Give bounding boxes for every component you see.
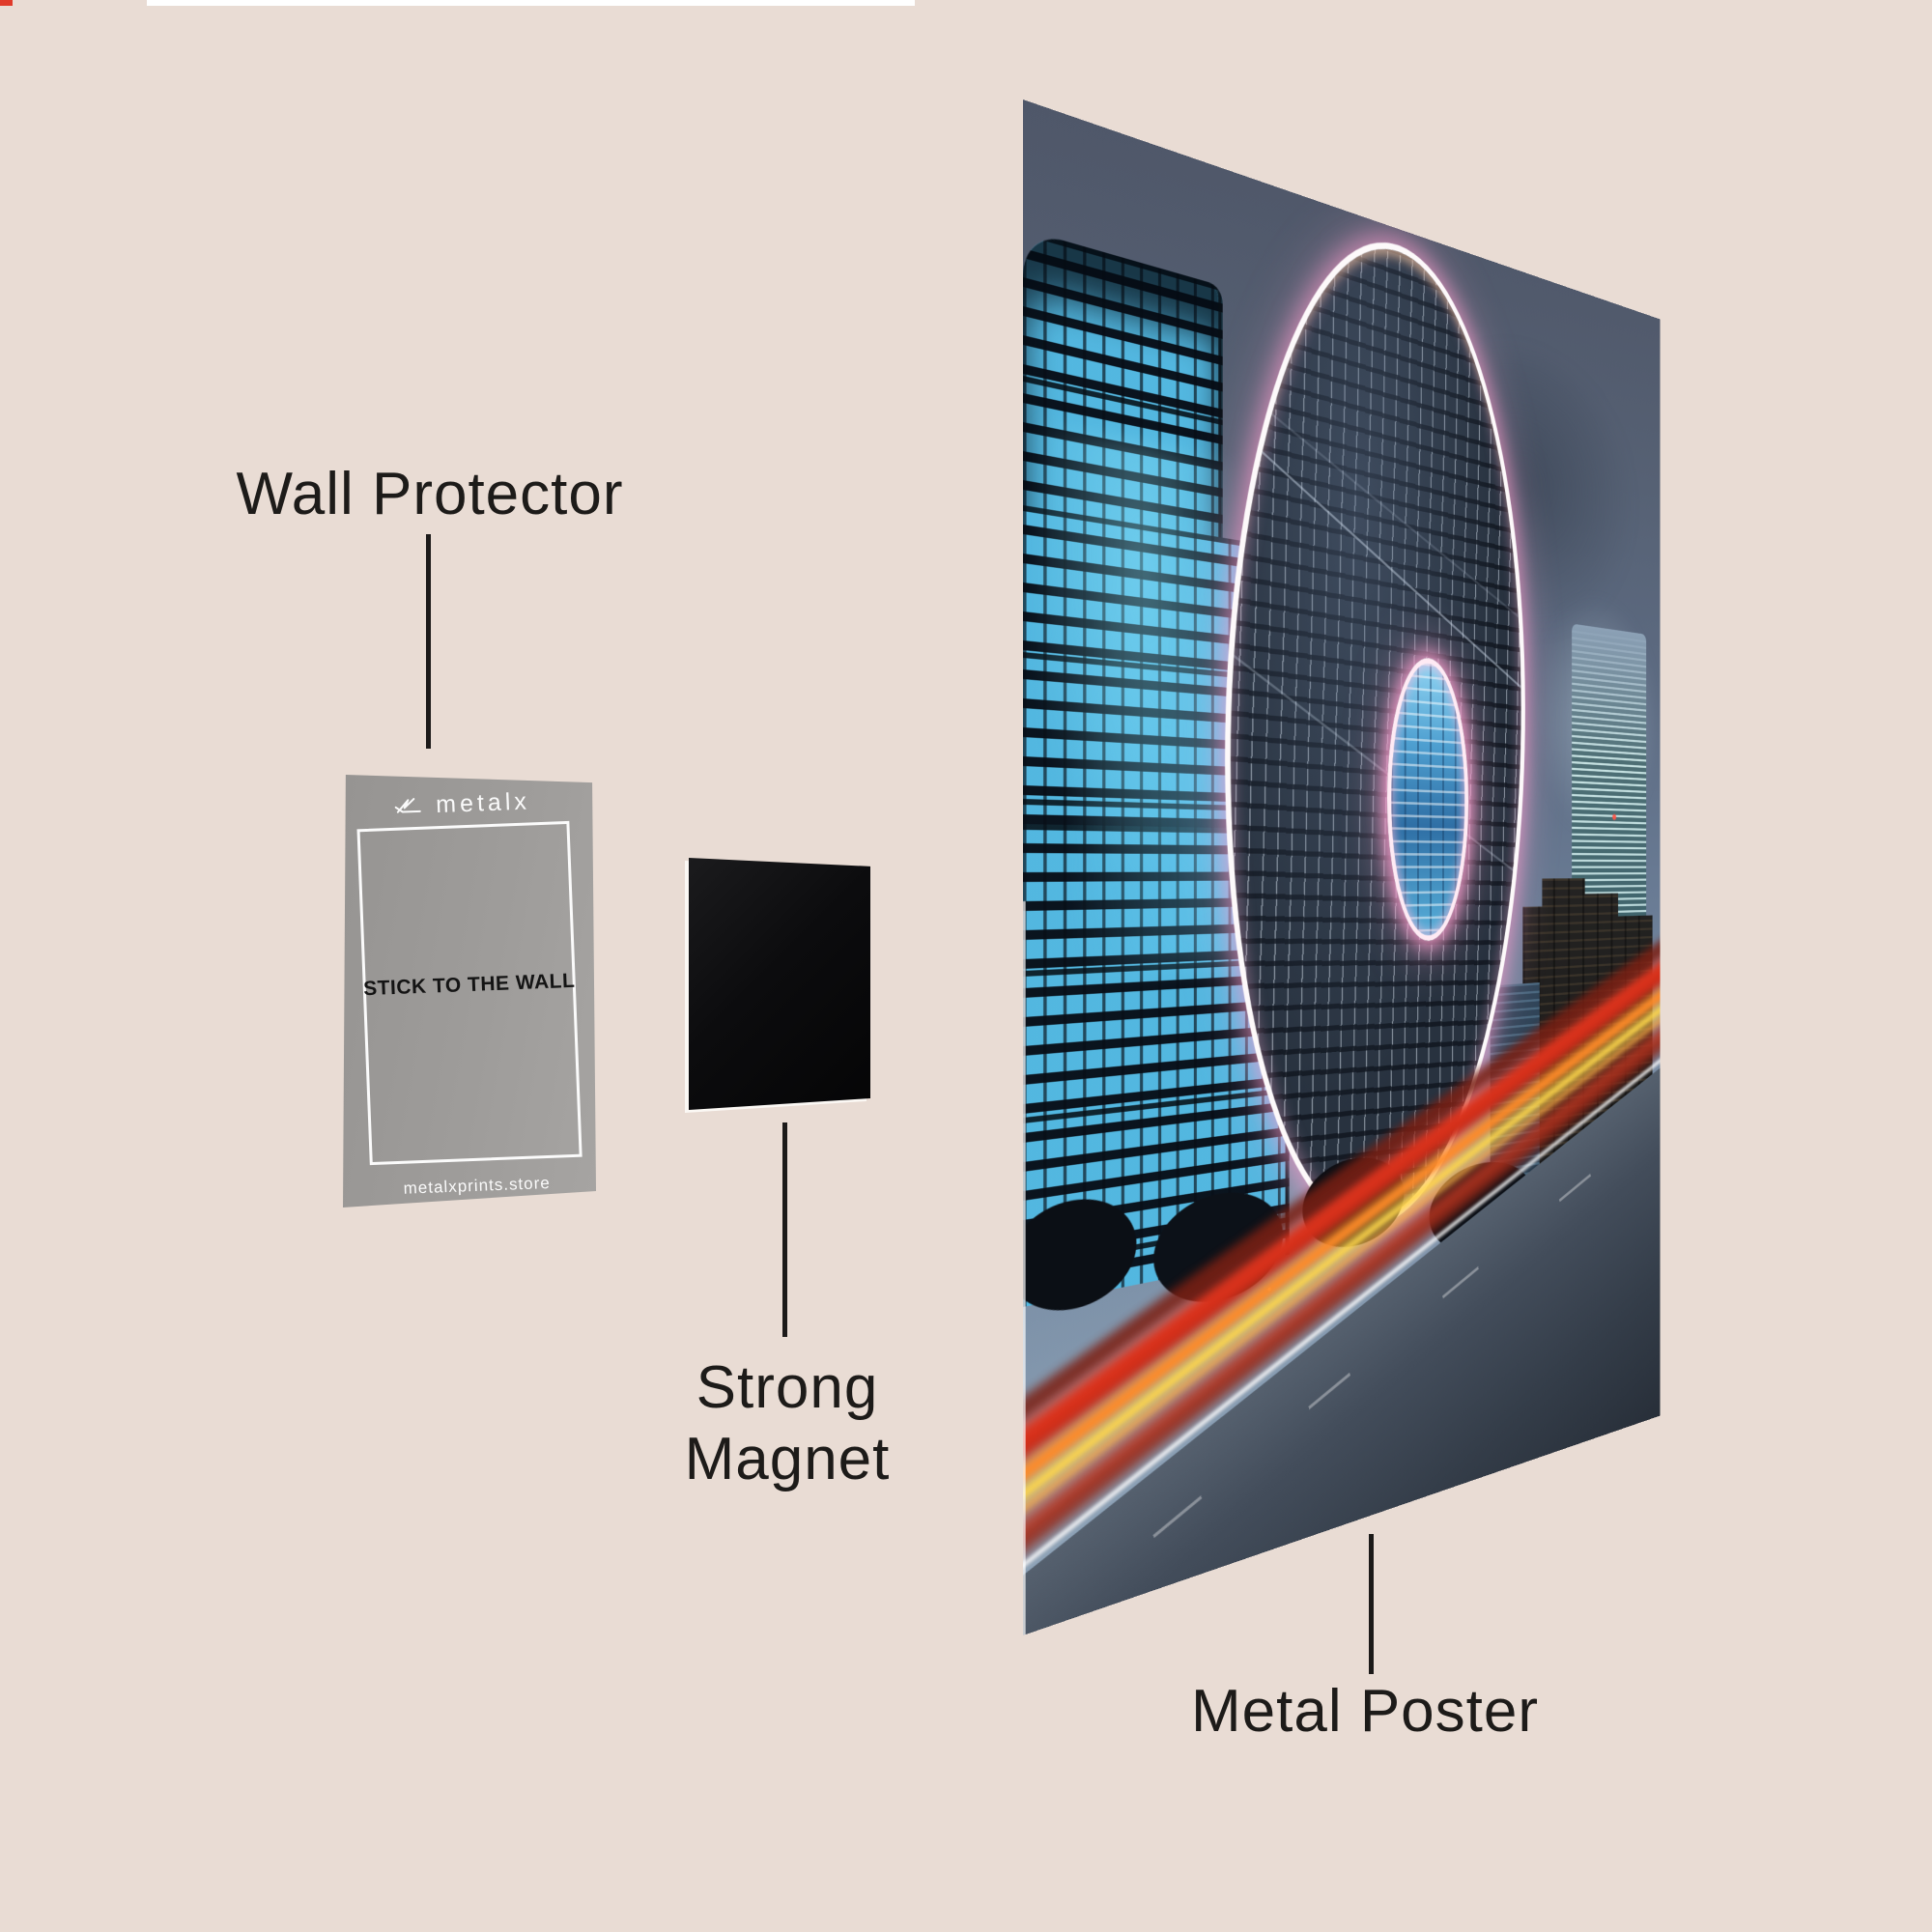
facade-cable-line [1229,421,1536,718]
metalx-brand-text: metalx [435,787,531,819]
poster-edge-highlight [1023,900,1026,1635]
metal-poster-photo [1023,99,1661,1635]
strong-magnet-label: Strong Magnet [685,1352,891,1496]
wall-protector-leader-line [426,534,431,749]
strong-magnet [689,858,870,1110]
wall-protector-label: Wall Protector [236,461,624,527]
metal-poster-label: Metal Poster [1190,1678,1540,1745]
metal-poster-leader-line [1369,1534,1374,1674]
metalx-logo: metalx [343,785,589,823]
top-white-strip-artifact [147,0,915,6]
wall-protector-card: metalx STICK TO THE WALL metalxprints.st… [343,775,596,1208]
strong-magnet-label-line2: Magnet [684,1426,891,1493]
top-red-chip-artifact [0,0,13,6]
wall-protector-card-face: metalx STICK TO THE WALL metalxprints.st… [343,775,596,1208]
strong-magnet-label-line1: Strong [696,1354,879,1421]
store-url-text: metalxprints.store [403,1173,552,1198]
facade-cable-line [1223,374,1536,651]
strong-magnet-wrap [689,858,870,1110]
metalx-brand-icon [394,796,428,816]
strong-magnet-leader-line [782,1122,787,1337]
